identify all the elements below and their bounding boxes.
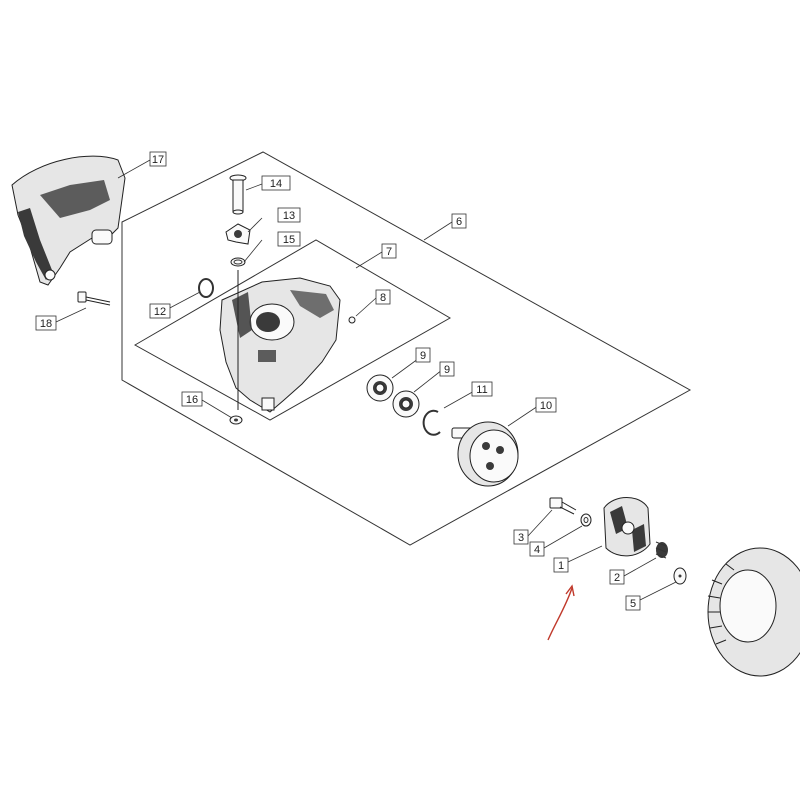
svg-text:18: 18 [40, 318, 52, 330]
indicator-arrow [547, 584, 575, 641]
svg-text:9: 9 [444, 364, 450, 376]
callout-18: 18 [35, 315, 57, 331]
part-17-guard [11, 155, 126, 286]
callout-9a: 9 [415, 347, 431, 363]
callout-8: 8 [375, 289, 391, 305]
part-8-screw [348, 316, 356, 324]
svg-text:5: 5 [630, 598, 636, 610]
callout-17: 17 [149, 151, 167, 167]
callout-13: 13 [277, 207, 301, 223]
callout-2: 2 [609, 569, 625, 585]
svg-text:6: 6 [456, 216, 462, 228]
callout-3: 3 [513, 529, 529, 545]
part-1-clutch-shoe [603, 497, 651, 557]
part-5-washer [673, 567, 687, 585]
part-13-bracket [225, 223, 251, 245]
callout-6: 6 [451, 213, 467, 229]
part-3-bolt [549, 497, 577, 515]
svg-text:15: 15 [283, 234, 295, 246]
part-14-pin [229, 174, 247, 215]
part-11-circlip [422, 409, 441, 436]
part-2-spring [655, 541, 668, 559]
part-18-bolt [77, 291, 111, 306]
callout-15: 15 [277, 231, 301, 247]
callout-1: 1 [553, 557, 569, 573]
svg-text:10: 10 [540, 400, 552, 412]
callout-14: 14 [261, 175, 291, 191]
callout-7: 7 [381, 243, 397, 259]
svg-text:7: 7 [386, 246, 392, 258]
part-16-nut [229, 415, 243, 425]
svg-text:12: 12 [154, 306, 166, 318]
callout-11: 11 [471, 381, 493, 397]
callout-12: 12 [149, 303, 171, 319]
svg-text:14: 14 [270, 178, 282, 190]
svg-text:13: 13 [283, 210, 295, 222]
svg-text:16: 16 [186, 394, 198, 406]
part-15-clip [230, 257, 246, 267]
svg-text:9: 9 [420, 350, 426, 362]
svg-text:1: 1 [558, 560, 564, 572]
part-4-washer [580, 513, 592, 527]
svg-text:4: 4 [534, 544, 540, 556]
svg-text:8: 8 [380, 292, 386, 304]
callout-5: 5 [625, 595, 641, 611]
svg-text:3: 3 [518, 532, 524, 544]
leader-lines [55, 159, 677, 601]
part-9-bearing-b [392, 390, 420, 418]
svg-text:17: 17 [152, 154, 164, 166]
callout-4: 4 [529, 541, 545, 557]
group-outline-6 [121, 151, 692, 546]
svg-text:2: 2 [614, 572, 620, 584]
group-outline-7 [133, 239, 452, 421]
callout-16: 16 [181, 391, 203, 407]
flywheel [707, 547, 800, 677]
part-9-bearing-a [366, 374, 394, 402]
part-7-housing [219, 270, 341, 413]
callout-9b: 9 [439, 361, 455, 377]
part-12-ring [198, 278, 214, 298]
callout-10: 10 [535, 397, 557, 413]
part-10-clutch-drum [451, 421, 519, 487]
svg-text:11: 11 [476, 384, 487, 396]
